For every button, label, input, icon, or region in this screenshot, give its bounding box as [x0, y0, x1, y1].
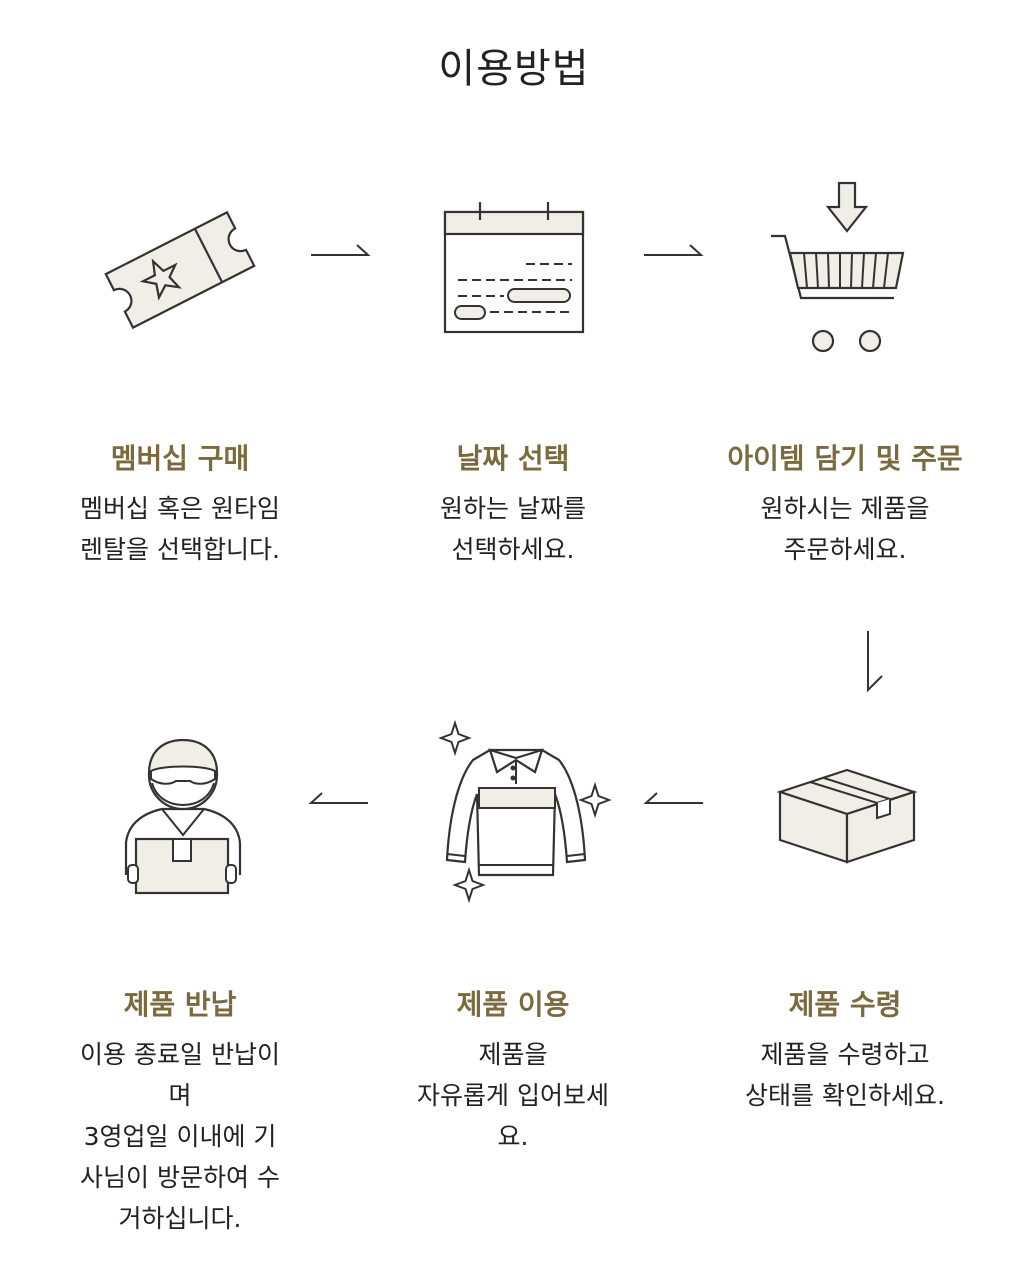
- step-title-order: 아이템 담기 및 주문: [727, 442, 963, 475]
- arrow-down-icon: [862, 630, 886, 694]
- step-title-membership: 멤버십 구매: [110, 442, 250, 475]
- step-title-receive: 제품 수령: [788, 988, 902, 1021]
- arrow-right-icon: [643, 240, 705, 260]
- arrow-left-icon: [643, 788, 705, 808]
- arrow-left-icon: [308, 788, 370, 808]
- ticket-star-icon: [100, 200, 260, 340]
- step-desc-return: 이용 종료일 반납이 며 3영업일 이내에 기 사님이 방문하여 수 거하십니다…: [80, 1040, 280, 1233]
- step-title-return: 제품 반납: [123, 988, 237, 1021]
- step-title-use: 제품 이용: [456, 988, 570, 1021]
- calendar-icon: [440, 200, 590, 340]
- step-desc-date: 원하는 날짜를 선택하세요.: [440, 494, 586, 564]
- page-title: 이용방법: [438, 46, 590, 92]
- courier-icon: [118, 735, 248, 900]
- shopping-cart-icon: [768, 180, 913, 360]
- step-desc-use: 제품을 자유롭게 입어보세 요.: [417, 1040, 609, 1151]
- step-desc-membership: 멤버십 혹은 원타임 렌탈을 선택합니다.: [80, 494, 280, 564]
- step-desc-receive: 제품을 수령하고 상태를 확인하세요.: [745, 1040, 945, 1110]
- step-desc-order: 원하시는 제품을 주문하세요.: [760, 494, 930, 564]
- step-title-date: 날짜 선택: [456, 442, 570, 475]
- arrow-right-icon: [310, 240, 372, 260]
- box-icon: [772, 762, 922, 872]
- sweater-icon: [435, 719, 615, 910]
